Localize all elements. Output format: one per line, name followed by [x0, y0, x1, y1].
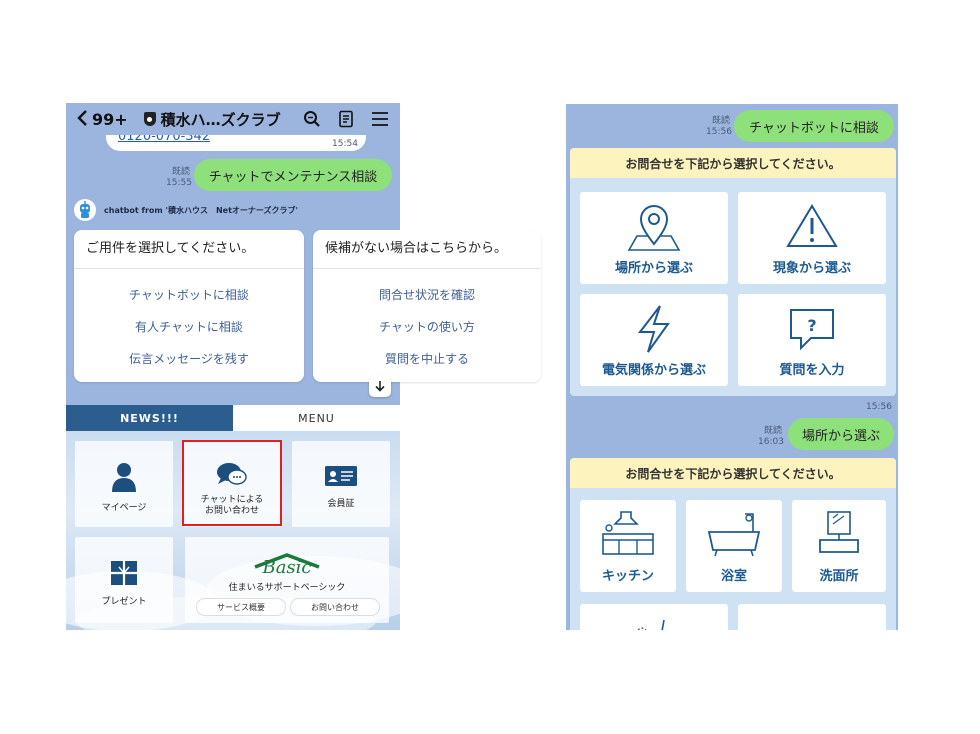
shield-icon	[143, 112, 156, 126]
panel-header: お問合せを下記から選択してください。	[570, 458, 896, 488]
tile-washroom[interactable]: 洗面所	[792, 500, 886, 592]
hamburger-menu-icon[interactable]	[370, 109, 390, 129]
kitchen-icon	[602, 511, 654, 555]
chevron-left-icon[interactable]	[76, 109, 88, 130]
svg-text:?: ?	[807, 316, 816, 335]
highlight-box	[182, 440, 282, 526]
tile-select-by-place[interactable]: 場所から選ぶ	[580, 192, 728, 284]
tile-bathroom[interactable]: 浴室	[686, 500, 782, 592]
read-receipt: 既読 15:56	[706, 116, 732, 137]
washbasin-icon	[819, 511, 859, 553]
chat-header: 99+ 積水ハ…ズクラブ	[66, 103, 400, 135]
tile-enter-question[interactable]: ? 質問を入力	[738, 294, 886, 386]
user-message-bubble: チャットでメンテナンス相談	[194, 159, 392, 191]
user-message-bubble: チャットボットに相談	[734, 110, 894, 142]
panel-header: お問合せを下記から選択してください。	[570, 148, 896, 178]
question-bubble-icon: ?	[790, 309, 834, 351]
previous-message-bubble	[106, 131, 366, 151]
tile-partial-hidden[interactable]	[580, 604, 728, 630]
tile-partial-hidden-2[interactable]	[738, 604, 886, 630]
notes-icon[interactable]	[336, 109, 356, 129]
tile-select-by-symptom[interactable]: 現象から選ぶ	[738, 192, 886, 284]
scroll-down-button[interactable]	[369, 375, 391, 397]
card-title: 候補がない場合はこちらから。	[313, 230, 541, 269]
read-receipt: 既読 15:55	[166, 167, 192, 188]
lightning-icon	[637, 305, 670, 353]
read-receipt: 既読 16:03	[758, 426, 784, 447]
arrow-down-icon	[375, 381, 385, 392]
partial-icon	[637, 619, 665, 630]
tile-kitchen[interactable]: キッチン	[580, 500, 676, 592]
previous-message-time: 15:54	[332, 139, 358, 149]
warning-icon	[786, 204, 838, 247]
inquiry-panel-2: お問合せを下記から選択してください。 キッチン 浴室 洗面所	[570, 458, 896, 630]
option-check-status[interactable]: 問合せ状況を確認	[378, 288, 475, 302]
chat-title[interactable]: 積水ハ…ズクラブ	[160, 110, 281, 129]
unread-count: 99+	[92, 109, 128, 129]
option-card-main: ご用件を選択してください。 チャットボットに相談 有人チャットに相談 伝言メッセ…	[74, 230, 304, 382]
bot-name: chatbot from '積水ハウス Netオーナーズクラブ'	[104, 205, 298, 215]
bathtub-icon	[707, 513, 761, 557]
option-chatbot-consult[interactable]: チャットボットに相談	[129, 288, 249, 302]
panel-time: 15:56	[866, 402, 892, 412]
bot-avatar-icon[interactable]	[74, 199, 96, 221]
option-leave-message[interactable]: 伝言メッセージを残す	[129, 352, 249, 366]
card-title: ご用件を選択してください。	[74, 230, 304, 269]
right-phone-screen: 既読 15:56 チャットボットに相談 お問合せを下記から選択してください。 場…	[566, 104, 898, 630]
map-pin-icon	[627, 205, 681, 251]
option-card-other: 候補がない場合はこちらから。 問合せ状況を確認 チャットの使い方 質問を中止する	[313, 230, 541, 382]
inquiry-panel-1: お問合せを下記から選択してください。 場所から選ぶ 現象から選ぶ 電気関係から選…	[570, 148, 896, 396]
option-how-to-use[interactable]: チャットの使い方	[379, 320, 475, 334]
user-message-bubble: 場所から選ぶ	[788, 418, 894, 450]
search-icon[interactable]	[302, 109, 322, 129]
tile-select-electrical[interactable]: 電気関係から選ぶ	[580, 294, 728, 386]
option-cancel-question[interactable]: 質問を中止する	[384, 352, 469, 366]
bot-sender-row: chatbot from '積水ハウス Netオーナーズクラブ'	[74, 199, 298, 221]
option-human-chat[interactable]: 有人チャットに相談	[135, 320, 243, 334]
